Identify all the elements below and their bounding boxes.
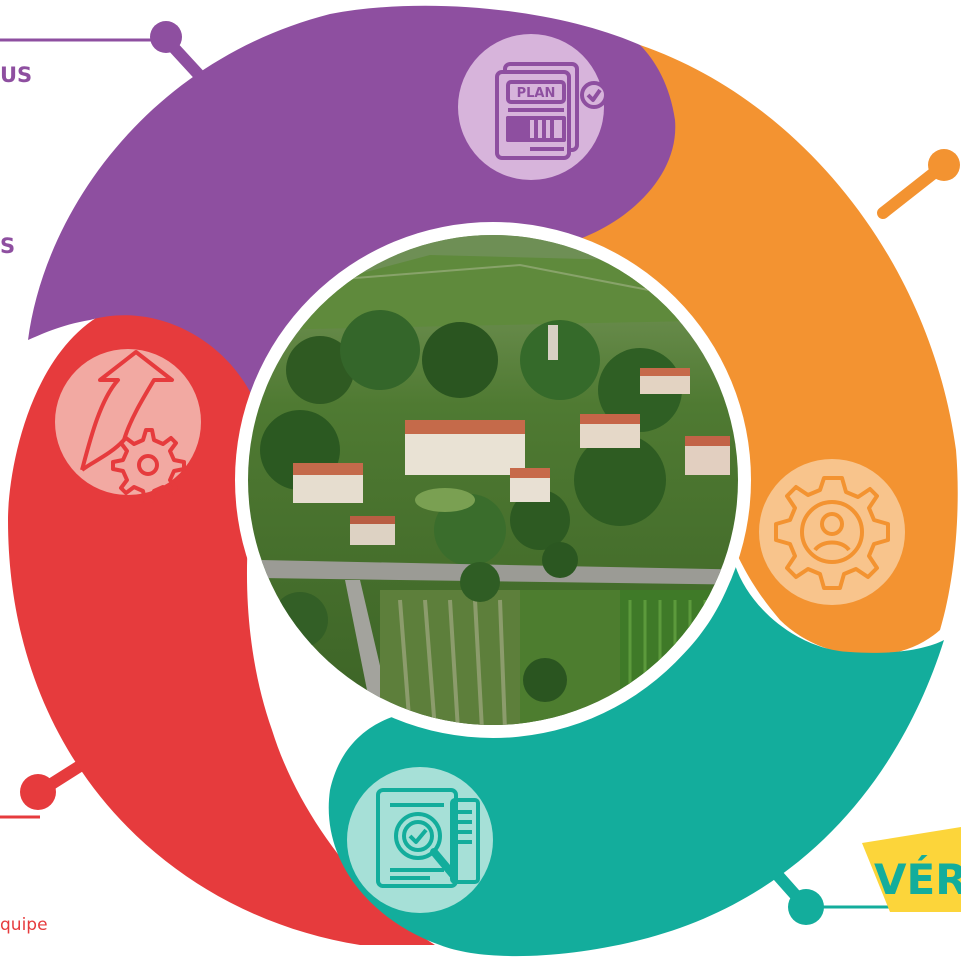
arrow-gear-icon xyxy=(80,350,186,503)
magnifier-check-document-icon xyxy=(376,788,480,888)
connector-dot xyxy=(928,149,960,181)
plan-label: PLAN xyxy=(517,86,556,101)
verify-banner xyxy=(862,827,961,912)
purple-text-fragment-2: S xyxy=(0,234,16,258)
connector-orange xyxy=(877,149,960,219)
purple-text-fragment-1: US xyxy=(0,63,33,87)
check-icon-disc xyxy=(347,767,493,913)
verify-label: VÉR xyxy=(874,855,961,904)
connector-dot xyxy=(150,21,182,53)
plan-icon-disc: PLAN xyxy=(458,34,608,180)
red-text-fragment-1: quipe xyxy=(0,915,48,935)
connector-dot xyxy=(20,774,56,810)
gear-person-icon xyxy=(774,476,890,590)
do-icon-disc xyxy=(759,459,905,605)
connector-dot xyxy=(788,889,824,925)
act-icon-disc xyxy=(55,349,201,503)
plan-document-icon: PLAN xyxy=(495,62,608,160)
aerial-photo xyxy=(248,235,738,725)
